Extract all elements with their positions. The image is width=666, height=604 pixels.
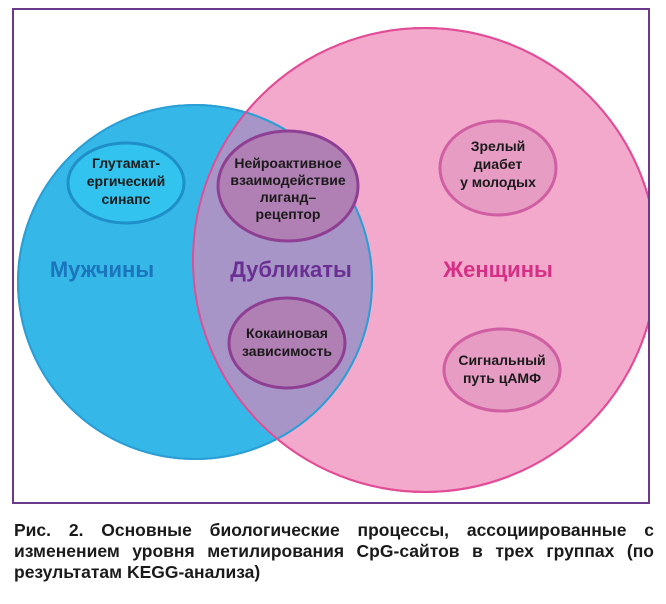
node-shape — [66, 141, 186, 225]
node-line: Кокаиновая — [246, 325, 328, 341]
node-mature-onset-diabetes: Зрелый диабет у молодых — [438, 119, 558, 217]
men-label: Мужчины — [50, 257, 154, 282]
node-camp-signaling: Сигнальный путь цАМФ — [442, 327, 562, 413]
duplicates-label: Дубликаты — [230, 257, 352, 282]
node-line: Нейроактивное — [234, 155, 341, 171]
node-line: ергический — [87, 173, 166, 189]
node-line: Глутамат- — [92, 155, 160, 171]
node-line: Зрелый — [471, 138, 526, 154]
venn-diagram: Мужчины Дубликаты Женщины Глутамат- ерги… — [17, 27, 648, 493]
women-label: Женщины — [442, 257, 553, 282]
node-shape — [227, 296, 347, 390]
node-shape — [438, 119, 558, 217]
women-circle-outline — [192, 27, 648, 493]
node-line: путь цАМФ — [463, 370, 541, 386]
node-line: лиганд– — [260, 189, 316, 205]
node-neuroactive-ligand-receptor: Нейроактивное взаимодействие лиганд– рец… — [216, 129, 360, 243]
node-shape — [442, 327, 562, 413]
node-glutamatergic-synapse: Глутамат- ергический синапс — [66, 141, 186, 225]
node-line: Сигнальный — [458, 352, 545, 368]
figure-caption: Рис. 2. Основные биологические процессы,… — [14, 520, 654, 582]
node-line: у молодых — [460, 174, 536, 190]
node-line: рецептор — [256, 206, 321, 222]
node-line: синапс — [102, 191, 151, 207]
node-cocaine-addiction: Кокаиновая зависимость — [227, 296, 347, 390]
diagram-frame: Мужчины Дубликаты Женщины Глутамат- ерги… — [12, 8, 650, 504]
node-line: взаимодействие — [230, 172, 345, 188]
node-shape — [216, 129, 360, 243]
node-line: зависимость — [242, 343, 332, 359]
men-circle-outline — [17, 104, 373, 460]
node-line: диабет — [474, 156, 523, 172]
